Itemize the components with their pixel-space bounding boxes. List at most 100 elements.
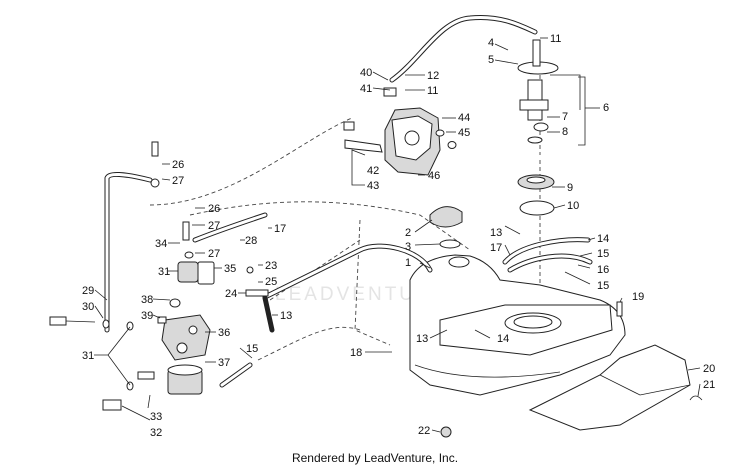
sender-gasket <box>519 200 555 216</box>
callout-27-mid: 27 <box>208 220 220 232</box>
vacuum-valve <box>177 261 215 285</box>
callout-14-mid: 14 <box>497 333 509 345</box>
cap-gasket <box>439 239 461 249</box>
washer-31c <box>126 381 134 391</box>
fuel-line-18-inner <box>263 244 432 299</box>
callout-16: 16 <box>597 264 609 276</box>
callout-3: 3 <box>405 241 411 253</box>
callout-26-top: 26 <box>172 159 184 171</box>
callout-5: 5 <box>488 54 494 66</box>
callout-labels: 1 2 3 4 5 6 7 8 9 10 11 11 12 13 13 13 1… <box>82 33 715 439</box>
callout-11-pump: 11 <box>427 85 438 97</box>
clamp-27 <box>150 178 160 188</box>
bolt-19 <box>616 301 623 317</box>
bolt-33 <box>137 371 155 380</box>
callout-17-right: 17 <box>490 242 502 254</box>
fuel-tank <box>409 254 626 396</box>
fuel-sender-assembly <box>517 39 559 144</box>
callout-15-right: 15 <box>597 248 609 260</box>
washer-45 <box>435 129 445 137</box>
callout-31-upper: 31 <box>158 266 170 278</box>
callout-21: 21 <box>703 379 715 391</box>
dashed-routing-line <box>189 201 471 251</box>
callout-14-right: 14 <box>597 233 609 245</box>
callout-13-left: 13 <box>280 310 292 322</box>
callout-31-lower: 31 <box>82 350 94 362</box>
callout-18: 18 <box>350 347 362 359</box>
screw-39 <box>157 316 167 324</box>
callout-7: 7 <box>562 111 568 123</box>
fuel-line-13 <box>262 295 275 333</box>
callout-15-left: 15 <box>246 343 258 355</box>
fuel-filter-housing <box>161 314 211 361</box>
tee-fitting-24 <box>245 289 269 297</box>
callout-44: 44 <box>458 112 470 124</box>
screw-30 <box>49 316 67 326</box>
callout-9: 9 <box>567 182 573 194</box>
fuel-line-upper-inner <box>390 15 537 82</box>
callout-33: 33 <box>150 411 162 423</box>
washer-31 <box>102 319 110 329</box>
callout-26-mid: 26 <box>208 203 220 215</box>
bolt-26 <box>182 221 190 241</box>
callout-1: 1 <box>405 257 411 269</box>
callout-19: 19 <box>632 291 644 303</box>
callout-37: 37 <box>218 357 230 369</box>
callout-43: 43 <box>367 180 379 192</box>
callout-30: 30 <box>82 301 94 313</box>
fuel-pump <box>343 87 441 176</box>
callout-32: 32 <box>150 427 162 439</box>
callout-27-low: 27 <box>208 248 220 260</box>
callout-4: 4 <box>488 37 494 49</box>
pulse-line-inner <box>193 213 267 242</box>
callout-6: 6 <box>603 102 609 114</box>
callout-45: 45 <box>458 127 470 139</box>
callout-46: 46 <box>428 170 440 182</box>
bushing-38 <box>169 298 181 308</box>
clamp-27 <box>184 251 194 259</box>
callout-17-left: 17 <box>274 223 286 235</box>
grommet-22 <box>440 426 452 438</box>
callout-24: 24 <box>225 288 237 300</box>
callout-15-lower: 15 <box>597 280 609 292</box>
callout-42: 42 <box>367 165 379 177</box>
nut-44 <box>447 141 457 149</box>
fuel-line-upper <box>389 14 538 83</box>
callout-10: 10 <box>567 200 579 212</box>
return-line-inner <box>508 254 592 272</box>
skid-plate <box>528 344 691 431</box>
callout-41: 41 <box>360 83 372 95</box>
washer-31b <box>126 321 134 331</box>
filler-neck-hose <box>104 172 153 333</box>
watermark-text: LEADVENTURE <box>275 284 448 305</box>
sender-bracket <box>578 76 586 146</box>
callout-13-right: 13 <box>490 227 502 239</box>
callout-35: 35 <box>224 263 236 275</box>
leader-lines <box>94 37 701 433</box>
callout-20: 20 <box>703 363 715 375</box>
callout-2: 2 <box>405 227 411 239</box>
clip-21 <box>689 395 703 401</box>
footer-credit: Rendered by LeadVenture, Inc. <box>291 451 459 465</box>
callout-11-sender: 11 <box>550 33 561 45</box>
callout-12: 12 <box>427 70 439 82</box>
callout-28: 28 <box>245 235 257 247</box>
callout-40: 40 <box>360 67 372 79</box>
callout-29: 29 <box>82 285 94 297</box>
fitting-26 <box>151 141 159 157</box>
callout-34: 34 <box>155 238 167 250</box>
vent-line-inner <box>503 238 590 264</box>
dashed-routing-line <box>149 117 353 206</box>
callout-23: 23 <box>265 260 277 272</box>
dashed-routing-line <box>257 326 361 361</box>
callout-25: 25 <box>265 276 277 288</box>
dashed-routing-line <box>354 219 391 346</box>
filter-element <box>167 364 203 395</box>
fuel-cap <box>429 206 463 228</box>
callout-36: 36 <box>218 327 230 339</box>
callout-8: 8 <box>562 126 568 138</box>
callout-13-mid: 13 <box>416 333 428 345</box>
callout-22: 22 <box>418 425 430 437</box>
callout-27-top: 27 <box>172 175 184 187</box>
